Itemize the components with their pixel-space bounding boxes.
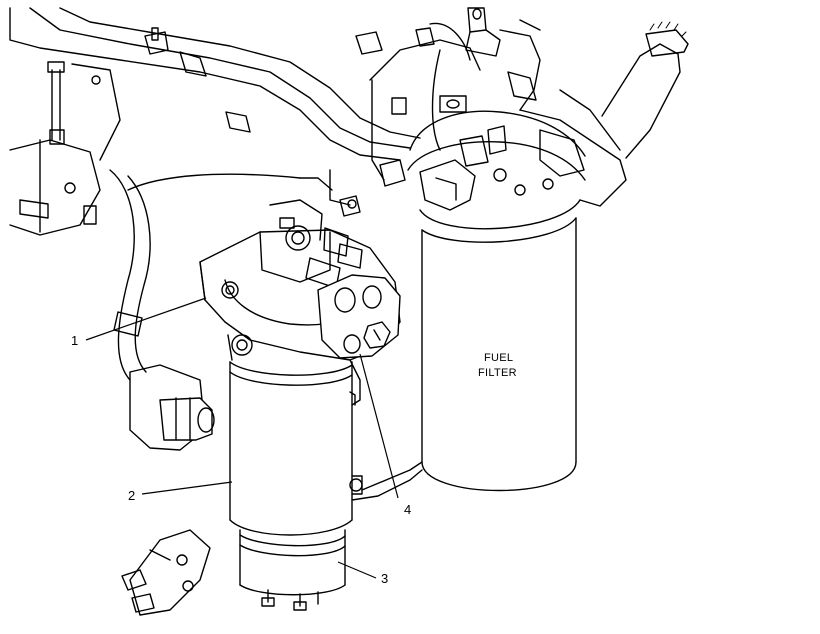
callouts: 1 2 3 4: [71, 333, 411, 586]
frame-lines: [299, 169, 423, 501]
secondary-fuel-filter: [419, 199, 581, 492]
callout-2: 2: [128, 488, 135, 503]
leader-1: [85, 297, 207, 341]
upper-fuel-lines: [9, 7, 421, 161]
secondary-filter-head: [339, 39, 586, 217]
callout-1: 1: [71, 333, 78, 348]
priming-pump: [355, 7, 689, 207]
primary-filter-canister: [229, 361, 363, 536]
lower-left-bracket: [129, 364, 215, 451]
fuel-hose-left: [109, 169, 301, 381]
leader-lines: [85, 297, 399, 579]
left-pump-assembly: [9, 61, 121, 236]
port-plate: [317, 274, 401, 359]
bottom-left-linkage: [121, 529, 211, 616]
leader-4: [359, 353, 399, 499]
fuel-filter-label: FUEL FILTER: [478, 352, 517, 379]
water-separator-bowl: [239, 529, 346, 611]
callout-3: 3: [381, 571, 388, 586]
fuel-filter-label-line2: FILTER: [478, 367, 517, 379]
fuel-filter-label-line1: FUEL: [484, 352, 513, 364]
leader-2: [141, 481, 233, 495]
callout-4: 4: [404, 502, 411, 517]
leader-3: [337, 561, 377, 579]
